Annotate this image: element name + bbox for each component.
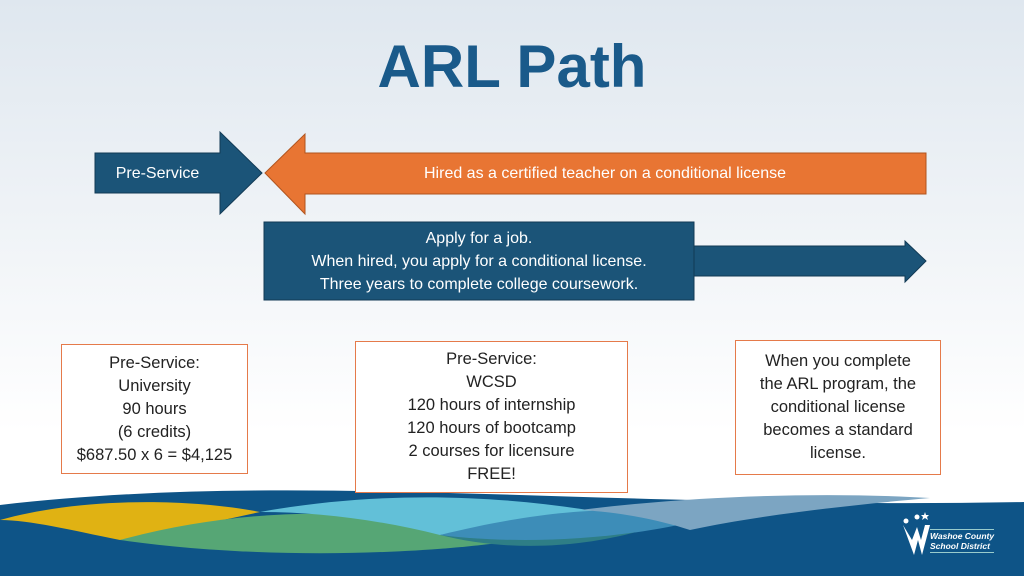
apply-line: Apply for a job.	[425, 229, 533, 247]
box-line: becomes a standard	[763, 421, 913, 439]
box-line: 120 hours of bootcamp	[407, 419, 576, 437]
wave-midblue	[440, 510, 700, 540]
logo-line-2: School District	[930, 541, 990, 551]
apply-line: Three years to complete college coursewo…	[319, 275, 639, 293]
logo-line-1: Washoe County	[930, 531, 995, 541]
apply-text: Apply for a job. When hired, you apply f…	[264, 222, 694, 300]
wcsd-box: Pre-Service: WCSD 120 hours of internshi…	[355, 341, 628, 493]
hired-arrow	[264, 132, 927, 216]
box-line: (6 credits)	[117, 422, 192, 441]
box-line: 120 hours of internship	[407, 396, 576, 414]
pre-service-arrow	[94, 130, 263, 216]
box-line: the ARL program, the	[759, 375, 917, 393]
box-line: Pre-Service:	[109, 353, 200, 372]
complete-box: When you complete the ARL program, the c…	[735, 340, 941, 475]
box-line: $687.50 x 6 = $4,125	[76, 445, 233, 464]
timeline-arrow	[693, 239, 927, 284]
box-line: University	[118, 376, 191, 395]
wave-yellow	[0, 502, 260, 540]
wave-grayblue	[580, 495, 930, 530]
box-line: WCSD	[466, 373, 517, 391]
hired-label: Hired as a certified teacher on a condit…	[424, 165, 786, 182]
apply-line: When hired, you apply for a conditional …	[311, 252, 647, 270]
box-line: When you complete	[765, 352, 911, 370]
pre-service-label: Pre-Service	[115, 164, 200, 182]
wcsd-logo-icon	[903, 512, 930, 555]
district-logo-text: Washoe County School District	[930, 529, 995, 553]
box-line: conditional license	[770, 398, 906, 416]
box-line: FREE!	[467, 465, 516, 483]
university-box: Pre-Service: University 90 hours (6 cred…	[61, 344, 248, 474]
box-line: 2 courses for licensure	[408, 442, 575, 460]
page-title: ARL Path	[377, 33, 647, 100]
box-line: 90 hours	[122, 399, 187, 418]
box-line: Pre-Service:	[446, 350, 537, 368]
box-line: license.	[810, 444, 866, 462]
apply-box	[263, 221, 695, 301]
